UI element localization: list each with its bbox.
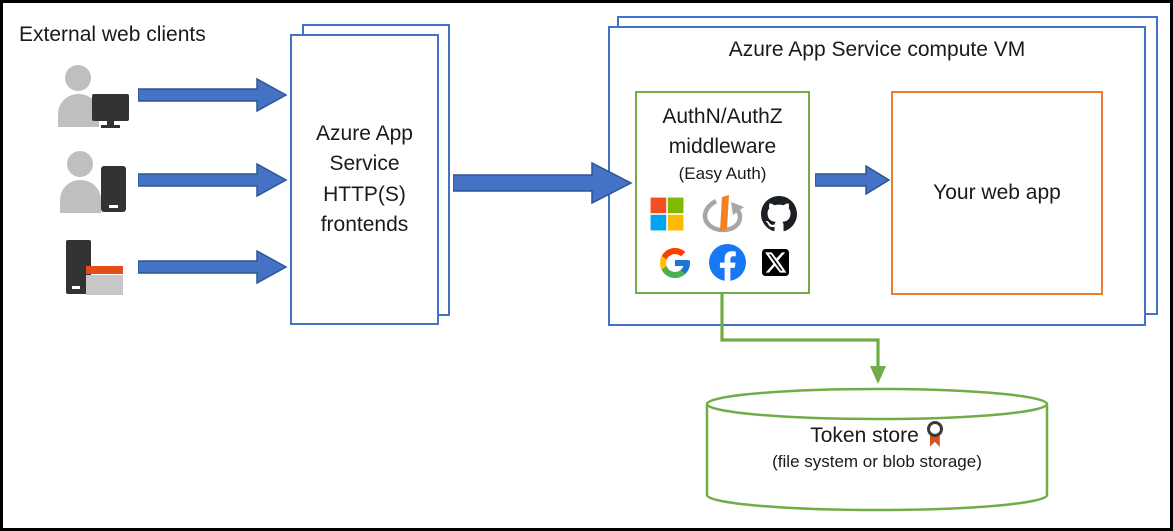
client-arrow-2	[138, 162, 288, 198]
frontends-box: Azure App Service HTTP(S) frontends	[290, 34, 439, 325]
token-store-subtitle: (file system or blob storage)	[772, 452, 982, 471]
client-arrow-3	[138, 249, 288, 285]
openid-icon	[701, 194, 745, 233]
external-clients-title: External web clients	[19, 23, 206, 46]
x-twitter-icon	[762, 244, 790, 282]
compute-vm-title: Azure App Service compute VM	[728, 38, 1026, 61]
facebook-icon	[709, 244, 747, 282]
auth-middleware-title: AuthN/AuthZ middleware	[662, 105, 783, 158]
certificate-badge-icon	[926, 421, 944, 448]
auth-middleware-box: AuthN/AuthZ middleware (Easy Auth)	[635, 91, 810, 294]
user-mobile-icon	[60, 149, 128, 213]
web-app-label: Your web app	[933, 181, 1061, 204]
web-app-box: Your web app	[891, 91, 1103, 295]
frontends-label: Azure App Service HTTP(S) frontends	[316, 121, 413, 236]
client-arrow-1	[138, 77, 288, 113]
easy-auth-subtitle: (Easy Auth)	[678, 163, 767, 183]
provider-icons-row-2	[637, 244, 808, 282]
google-icon	[656, 244, 694, 282]
token-store-title: Token store	[810, 424, 919, 447]
main-flow-arrow	[453, 161, 633, 205]
github-icon	[760, 195, 798, 233]
user-desktop-icon	[58, 63, 130, 128]
microsoft-icon	[648, 195, 686, 233]
token-store-text: Token store (file system or blob storage…	[706, 421, 1048, 472]
provider-icons-row-1	[637, 194, 808, 233]
device-app-icon	[65, 238, 125, 296]
